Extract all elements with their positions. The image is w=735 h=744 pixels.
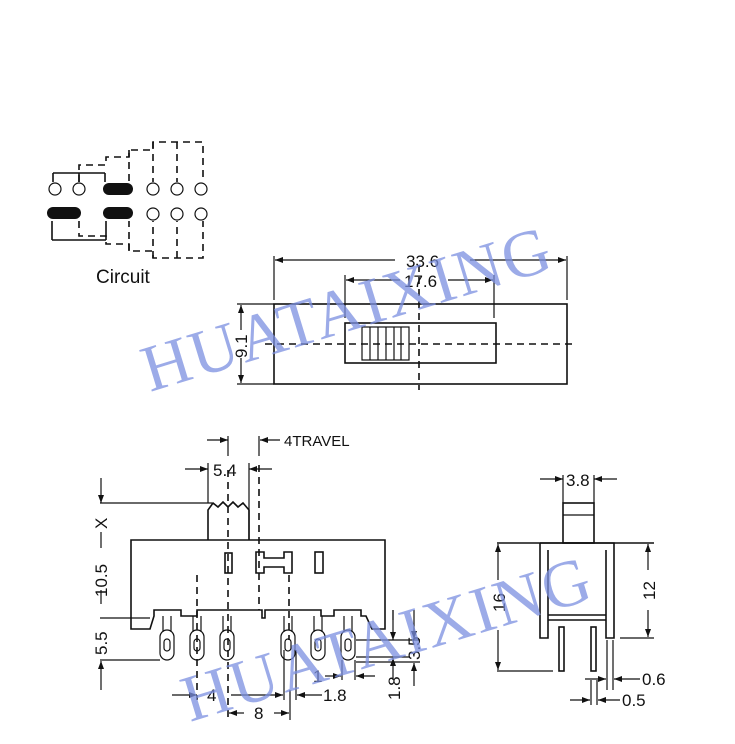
dim-actuator-width: 5.4 bbox=[213, 461, 237, 480]
dim-terminal-length: 5.5 bbox=[92, 631, 111, 655]
dim-hole-offset: 1.8 bbox=[385, 676, 404, 700]
dim-end-body-height: 12 bbox=[640, 581, 659, 600]
end-view-body bbox=[539, 542, 615, 639]
dim-slot-length: 17.6 bbox=[404, 272, 437, 291]
circuit-contacts bbox=[48, 182, 208, 221]
dim-overall-length: 33.6 bbox=[406, 252, 439, 271]
slot-h bbox=[255, 551, 293, 574]
circuit-label: Circuit bbox=[96, 267, 151, 288]
end-view: 3.8 16 12 0.6 0.5 bbox=[490, 471, 666, 710]
circuit-bridge bbox=[103, 183, 133, 195]
circuit-bridge bbox=[47, 207, 81, 219]
dim-end-actuator-width: 3.8 bbox=[566, 471, 590, 490]
dim-actuator-height: X bbox=[92, 518, 111, 529]
dim-pin-thickness: 0.5 bbox=[622, 691, 646, 710]
circuit-diagram: Circuit bbox=[47, 141, 208, 288]
watermark: HUATAIXING bbox=[133, 212, 561, 406]
dim-width: 9.1 bbox=[232, 334, 251, 358]
circuit-bridge bbox=[103, 207, 133, 219]
dim-hole-width: 1 bbox=[313, 667, 322, 686]
top-view: 33.6 17.6 9.1 bbox=[232, 252, 575, 390]
top-view-centerlines bbox=[265, 265, 575, 390]
dim-travel: 4TRAVEL bbox=[284, 433, 350, 450]
end-view-actuator bbox=[562, 502, 595, 544]
dim-overall-height: 16 bbox=[490, 593, 509, 612]
dim-terminal-width: 1.8 bbox=[323, 686, 347, 705]
side-view-body bbox=[130, 539, 386, 630]
dim-wall-thickness: 0.6 bbox=[642, 670, 666, 689]
side-view-centerlines bbox=[196, 465, 290, 720]
dim-pitch-large: 8 bbox=[254, 704, 263, 723]
dim-body-height: 10.5 bbox=[92, 564, 111, 597]
watermark: HUATAIXING bbox=[173, 542, 601, 736]
circuit-wires bbox=[51, 141, 204, 259]
slot bbox=[314, 551, 324, 574]
dim-terminal-hole-length: 3.5 bbox=[405, 636, 424, 660]
end-view-pins bbox=[558, 626, 597, 672]
top-view-slot bbox=[344, 322, 497, 364]
dim-pitch-small: 4 bbox=[207, 686, 216, 705]
side-view: 4TRAVEL 5.4 X 10.5 5.5 4 8 1.8 1 3.5 1.8 bbox=[92, 433, 424, 723]
